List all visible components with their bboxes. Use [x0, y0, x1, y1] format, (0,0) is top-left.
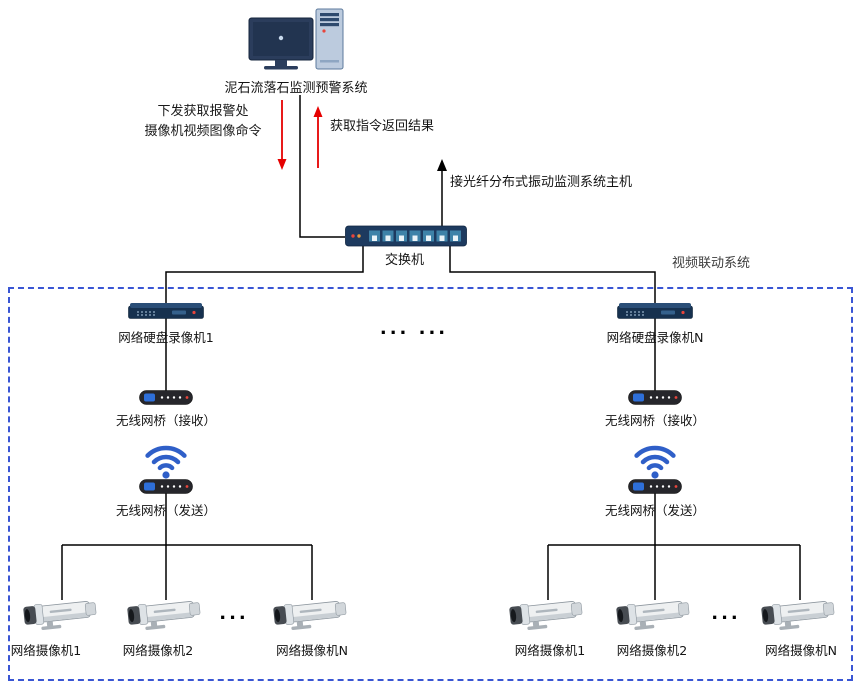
mid-ellipsis: ... ...: [379, 318, 449, 339]
camera-left-2-icon: [124, 595, 208, 633]
camera-right-1-label: 网络摄像机1: [514, 643, 586, 658]
camera-right-n-icon: [758, 595, 842, 633]
camera-left-n-icon: [270, 595, 354, 633]
switch-icon: [345, 225, 467, 247]
result-up-label: 获取指令返回结果: [330, 119, 435, 134]
wifi-right-icon: [628, 434, 682, 480]
left-camera-ellipsis: ...: [219, 603, 249, 624]
wifi-left-icon: [139, 434, 193, 480]
camera-left-2-label: 网络摄像机2: [122, 643, 194, 658]
switch-label: 交换机: [385, 253, 425, 268]
video-linkage-boundary-box: [8, 287, 853, 681]
camera-right-n-label: 网络摄像机N: [765, 643, 837, 658]
computer-to-switch-line: [299, 95, 345, 238]
bridge-rx-right-label: 无线网桥（接收）: [604, 413, 706, 428]
fiber-uplink-arrowhead: [437, 159, 447, 171]
system-title: 泥石流落石监测预警系统: [224, 81, 368, 96]
command-down-arrowhead: [277, 159, 287, 170]
nvr-right-icon: [617, 302, 693, 319]
command-down-label: 下发获取报警处 摄像机视频图像命令: [144, 102, 261, 142]
result-up-arrowhead: [313, 106, 323, 117]
camera-left-1-label: 网络摄像机1: [10, 643, 82, 658]
camera-right-1-icon: [506, 595, 590, 633]
bridge-to-cameras-left-lines: [61, 493, 313, 600]
camera-left-n-label: 网络摄像机N: [276, 643, 348, 658]
bridge-rx-right-icon: [628, 390, 682, 405]
bridge-tx-left-label: 无线网桥（发送）: [115, 503, 217, 518]
nvr-left-icon: [128, 302, 204, 319]
bridge-tx-right-label: 无线网桥（发送）: [604, 503, 706, 518]
bridge-tx-left-icon: [139, 479, 193, 494]
command-down-label-line2: 摄像机视频图像命令: [144, 124, 262, 139]
bridge-rx-left-icon: [139, 390, 193, 405]
switch-to-nvr-left-line: [165, 246, 364, 303]
camera-left-1-icon: [20, 595, 104, 633]
host-computer-icon: [248, 8, 352, 76]
bridge-tx-right-icon: [628, 479, 682, 494]
right-camera-ellipsis: ...: [711, 603, 741, 624]
fiber-host-label: 接光纤分布式振动监测系统主机: [450, 175, 633, 190]
nvr-left-label: 网络硬盘录像机1: [118, 330, 214, 345]
nvr-right-label: 网络硬盘录像机N: [606, 330, 704, 345]
bridge-rx-left-label: 无线网桥（接收）: [115, 413, 217, 428]
camera-right-2-label: 网络摄像机2: [616, 643, 688, 658]
video-linkage-box-label: 视频联动系统: [672, 256, 751, 271]
command-down-label-line1: 下发获取报警处: [157, 104, 249, 119]
switch-to-nvr-right-line: [449, 246, 656, 303]
camera-right-2-icon: [613, 595, 697, 633]
bridge-to-cameras-right-lines: [547, 493, 801, 600]
